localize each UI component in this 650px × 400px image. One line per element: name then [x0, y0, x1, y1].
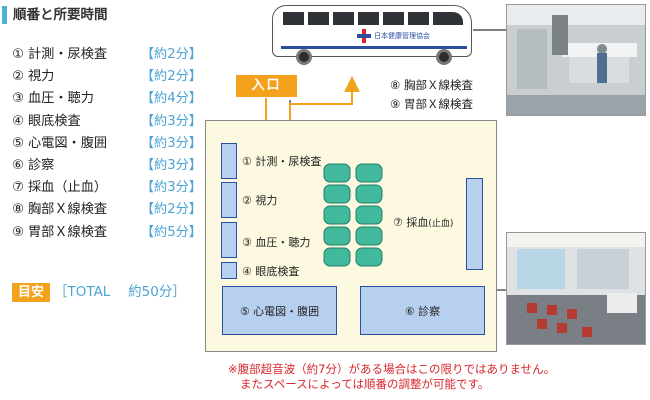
station-5-label: ⑤ 心電図・腹囲: [239, 304, 320, 318]
station-5-block: ⑤ 心電図・腹囲: [222, 286, 337, 335]
station-6-label: ⑥ 診察: [404, 304, 441, 318]
list-item: ⑨ 胃部Ｘ線検査: [390, 97, 473, 111]
station-2-label: ② 視力: [242, 194, 278, 207]
step-number: ①: [12, 47, 24, 62]
list-item: ① 計測・尿検査 【約2分】: [10, 44, 202, 66]
cross-logo-icon: [357, 29, 371, 43]
station-2-block: [221, 182, 237, 218]
list-item: ⑧ 胸部Ｘ線検査: [390, 78, 473, 92]
bus-window: [408, 12, 429, 25]
step-number: ⑦: [12, 180, 24, 196]
step-name: 診察: [28, 157, 55, 173]
total-time-text: ［TOTAL 約50分］: [54, 284, 186, 300]
bus-exam-list: ⑧ 胸部Ｘ線検査 ⑨ 胃部Ｘ線検査: [390, 76, 473, 114]
step-duration: 【約3分】: [140, 157, 202, 173]
bus-window: [283, 12, 304, 25]
step-duration: 【約2分】: [140, 202, 202, 218]
step-number: ③: [12, 91, 24, 107]
step-name: 眼底検査: [28, 113, 81, 129]
station-3-block: [221, 222, 237, 258]
station-6-block: ⑥ 診察: [360, 286, 485, 335]
station-1-label: ① 計測・尿検査: [242, 155, 322, 168]
step-number: ②: [12, 69, 24, 85]
step-duration: 【約3分】: [140, 135, 202, 151]
step-name: 計測・尿検査: [28, 47, 108, 62]
step-number: ⑤: [12, 135, 24, 151]
health-check-bus: 日本健康管理協会: [272, 5, 472, 57]
bus-window: [383, 12, 404, 25]
bus-company-name: 日本健康管理協会: [374, 32, 430, 40]
bus-wheel-icon: [296, 49, 312, 65]
step-name: 心電図・腹囲: [28, 135, 108, 151]
bus-wheel-icon: [436, 49, 452, 65]
station-7-block: [466, 178, 483, 270]
step-duration: 【約2分】: [140, 47, 202, 62]
step-name: 血圧・聴力: [28, 91, 94, 107]
step-number: ④: [12, 113, 24, 129]
step-duration: 【約3分】: [140, 180, 202, 196]
bus-interior-photo: [506, 4, 646, 116]
footnote-line-2: またスペースによっては順番の調整が可能です。: [240, 377, 490, 391]
station-1-block: [221, 143, 237, 179]
step-name: 胸部Ｘ線検査: [28, 202, 108, 218]
step-name: 視力: [28, 69, 55, 85]
waiting-chairs: [323, 163, 383, 267]
step-duration: 【約2分】: [140, 69, 202, 85]
step-number: ⑧: [12, 202, 24, 218]
footnote: ※腹部超音波（約7分）がある場合はこの限りではありません。 またスペースによって…: [228, 362, 555, 392]
step-duration: 【約4分】: [140, 91, 202, 107]
station-3-label: ③ 血圧・聴力: [242, 236, 311, 249]
bus-windshield: [433, 12, 463, 25]
step-number: ⑥: [12, 157, 24, 173]
step-duration: 【約3分】: [140, 113, 202, 129]
station-4-block: [221, 262, 237, 279]
station-4-label: ④ 眼底検査: [242, 265, 300, 278]
bus-stripe: [281, 46, 467, 49]
header-accent-bar: [2, 6, 7, 24]
step-name: 胃部Ｘ線検査: [28, 224, 108, 240]
step-number: ⑨: [12, 224, 24, 240]
station-7-label: ⑦ 採血(止血): [393, 216, 454, 229]
footnote-line-1: ※腹部超音波（約7分）がある場合はこの限りではありません。: [228, 362, 556, 376]
estimate-badge: 目安: [12, 283, 50, 302]
step-name: 採血（止血）: [28, 180, 108, 196]
step-duration: 【約5分】: [140, 224, 202, 240]
bus-window: [308, 12, 329, 25]
page-title: 順番と所要時間: [13, 7, 108, 23]
bus-window: [358, 12, 379, 25]
venue-room-photo: [506, 232, 646, 345]
entrance-label: 入口: [236, 75, 297, 97]
bus-window: [333, 12, 354, 25]
